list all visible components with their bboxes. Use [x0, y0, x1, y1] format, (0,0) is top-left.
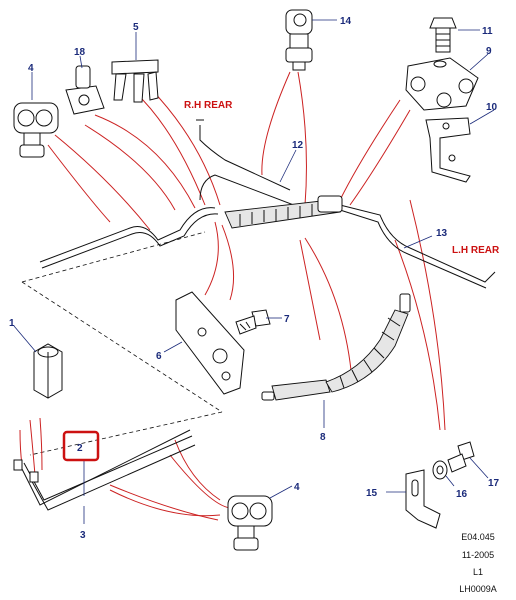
bolt-part — [429, 17, 457, 53]
callout-2: 2 — [77, 443, 83, 454]
bolt-part — [447, 441, 475, 473]
callout-10: 10 — [486, 102, 498, 113]
pipe-clip-part — [285, 9, 313, 71]
washer-part — [432, 460, 448, 480]
callout-12: 12 — [292, 140, 304, 151]
callout-numbers: 4 18 5 14 11 9 10 12 13 1 7 6 8 2 3 4 15… — [9, 16, 500, 541]
callout-18: 18 — [74, 47, 86, 58]
callout-14: 14 — [340, 16, 352, 27]
lh-rear-label: L.H REAR — [452, 245, 500, 256]
plate-bracket-part — [175, 291, 245, 395]
mounting-bracket-part — [425, 117, 471, 183]
callout-11: 11 — [482, 26, 493, 37]
rh-rear-label: R.H REAR — [184, 100, 233, 111]
callout-13: 13 — [436, 228, 448, 239]
callout-15: 15 — [366, 488, 378, 499]
pipe-clip-part — [227, 495, 273, 551]
callout-4-top: 4 — [28, 63, 34, 74]
callout-leaders — [13, 19, 495, 524]
callout-5: 5 — [133, 22, 139, 33]
brake-pipe-lower — [13, 429, 196, 511]
callout-4-bottom: 4 — [294, 482, 300, 493]
dashed-guides — [21, 231, 223, 456]
callout-7: 7 — [284, 314, 290, 325]
reference-code: E04.045 — [461, 532, 495, 542]
level-label: L1 — [472, 567, 483, 577]
pipe-bracket-part — [111, 59, 159, 103]
hex-nut-part — [33, 343, 63, 399]
brake-pipe-main — [39, 119, 496, 289]
callout-6: 6 — [156, 351, 162, 362]
three-way-union-part — [405, 57, 479, 111]
hose-upper — [224, 195, 343, 229]
small-clip-part — [65, 65, 105, 115]
pipe-clip-part — [13, 102, 59, 158]
callout-17: 17 — [488, 478, 500, 489]
illustration-code: LH0009A — [459, 584, 497, 594]
flexible-hose — [261, 293, 411, 401]
callout-9: 9 — [486, 46, 492, 57]
revision-date: 11-2005 — [461, 550, 495, 560]
hose-bracket-part — [405, 469, 441, 529]
callout-8: 8 — [320, 432, 326, 443]
callout-3: 3 — [80, 530, 86, 541]
red-leader-lines — [19, 71, 446, 521]
callout-16: 16 — [456, 489, 468, 500]
highlight-box — [62, 430, 100, 462]
bolt-part — [235, 309, 271, 335]
callout-1: 1 — [9, 318, 15, 329]
